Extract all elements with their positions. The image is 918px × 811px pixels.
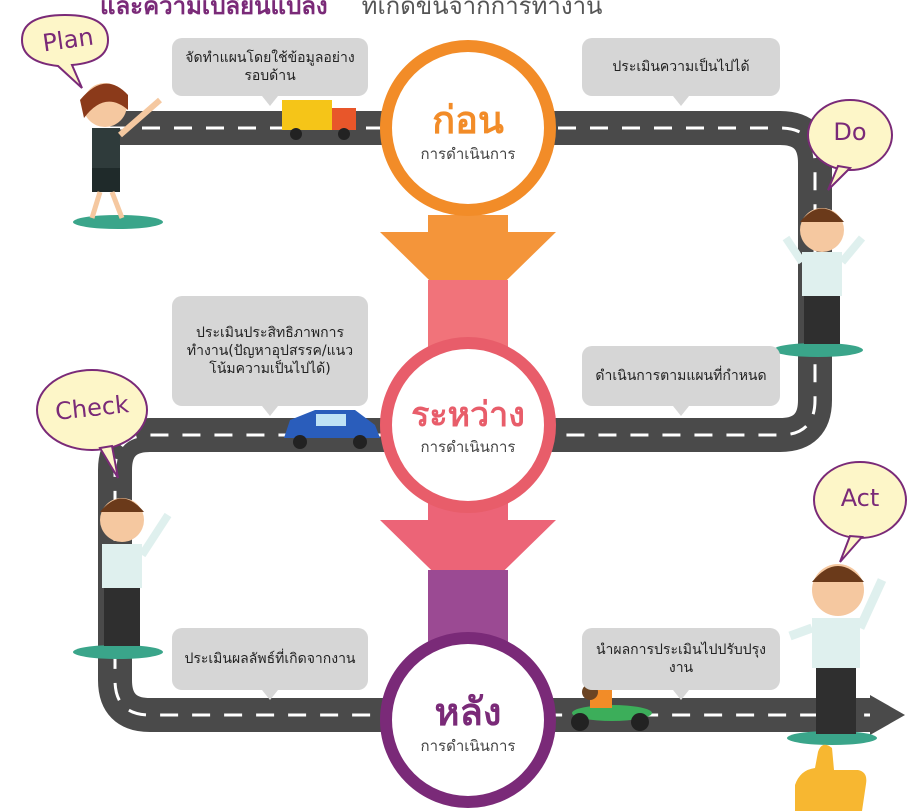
check-man-character xyxy=(73,498,172,659)
motorcycle-icon xyxy=(571,661,652,731)
stage-after: หลัง การดำเนินการ xyxy=(390,690,546,758)
stage-circle-during xyxy=(380,337,556,513)
title-bold-text: และความเปลี่ยนแปลง xyxy=(100,0,328,20)
stage-during: ระหว่าง การดำเนินการ xyxy=(390,395,546,459)
stage-after-label: หลัง xyxy=(434,690,502,734)
tip-execute-plan: ดำเนินการตามแผนที่กำหนด xyxy=(582,346,780,416)
stage-during-label: ระหว่าง xyxy=(411,395,525,435)
bubble-do xyxy=(807,99,893,191)
stage-circle-before xyxy=(380,40,556,216)
page-title: และความเปลี่ยนแปลง ที่เกิดขึ้นจากการทำงาน xyxy=(100,0,602,25)
stage-before: ก่อน การดำเนินการ xyxy=(390,98,546,166)
tip-assess-efficiency: ประเมินประสิทธิภาพการทำงาน(ปัญหาอุปสรรค/… xyxy=(172,296,368,416)
bubble-plan xyxy=(20,13,110,89)
plan-woman-character xyxy=(73,83,163,229)
tip-assess-feasibility: ประเมินความเป็นไปได้ xyxy=(582,38,780,106)
truck-icon xyxy=(282,100,356,140)
title-rest-text: ที่เกิดขึ้นจากการทำงาน xyxy=(361,0,603,20)
stage-before-sub: การดำเนินการ xyxy=(420,145,516,163)
car-icon xyxy=(284,410,380,449)
tip-assess-results: ประเมินผลลัพธ์ที่เกิดจากงาน xyxy=(172,628,368,700)
tip-plan: จัดทำแผนโดยใช้ข้อมูลอย่างรอบด้าน xyxy=(172,38,368,106)
bubble-check xyxy=(36,369,148,479)
road-end-arrow xyxy=(870,695,905,735)
thumbs-up-icon xyxy=(795,744,867,811)
bubble-label-do: Do xyxy=(833,118,867,146)
arrow-before-to-during xyxy=(380,215,556,318)
act-man-character xyxy=(787,564,887,745)
tip-apply-results: นำผลการประเมินไปปรับปรุงงาน xyxy=(582,628,780,700)
do-man-character xyxy=(773,208,866,357)
stage-after-sub: การดำเนินการ xyxy=(420,737,516,755)
arrow-during-to-after xyxy=(380,470,556,606)
stage-during-sub: การดำเนินการ xyxy=(420,438,516,456)
bubble-label-act: Act xyxy=(840,484,880,512)
stage-circle-after xyxy=(380,632,556,808)
bubble-act xyxy=(813,461,907,563)
stage-before-label: ก่อน xyxy=(432,98,504,142)
